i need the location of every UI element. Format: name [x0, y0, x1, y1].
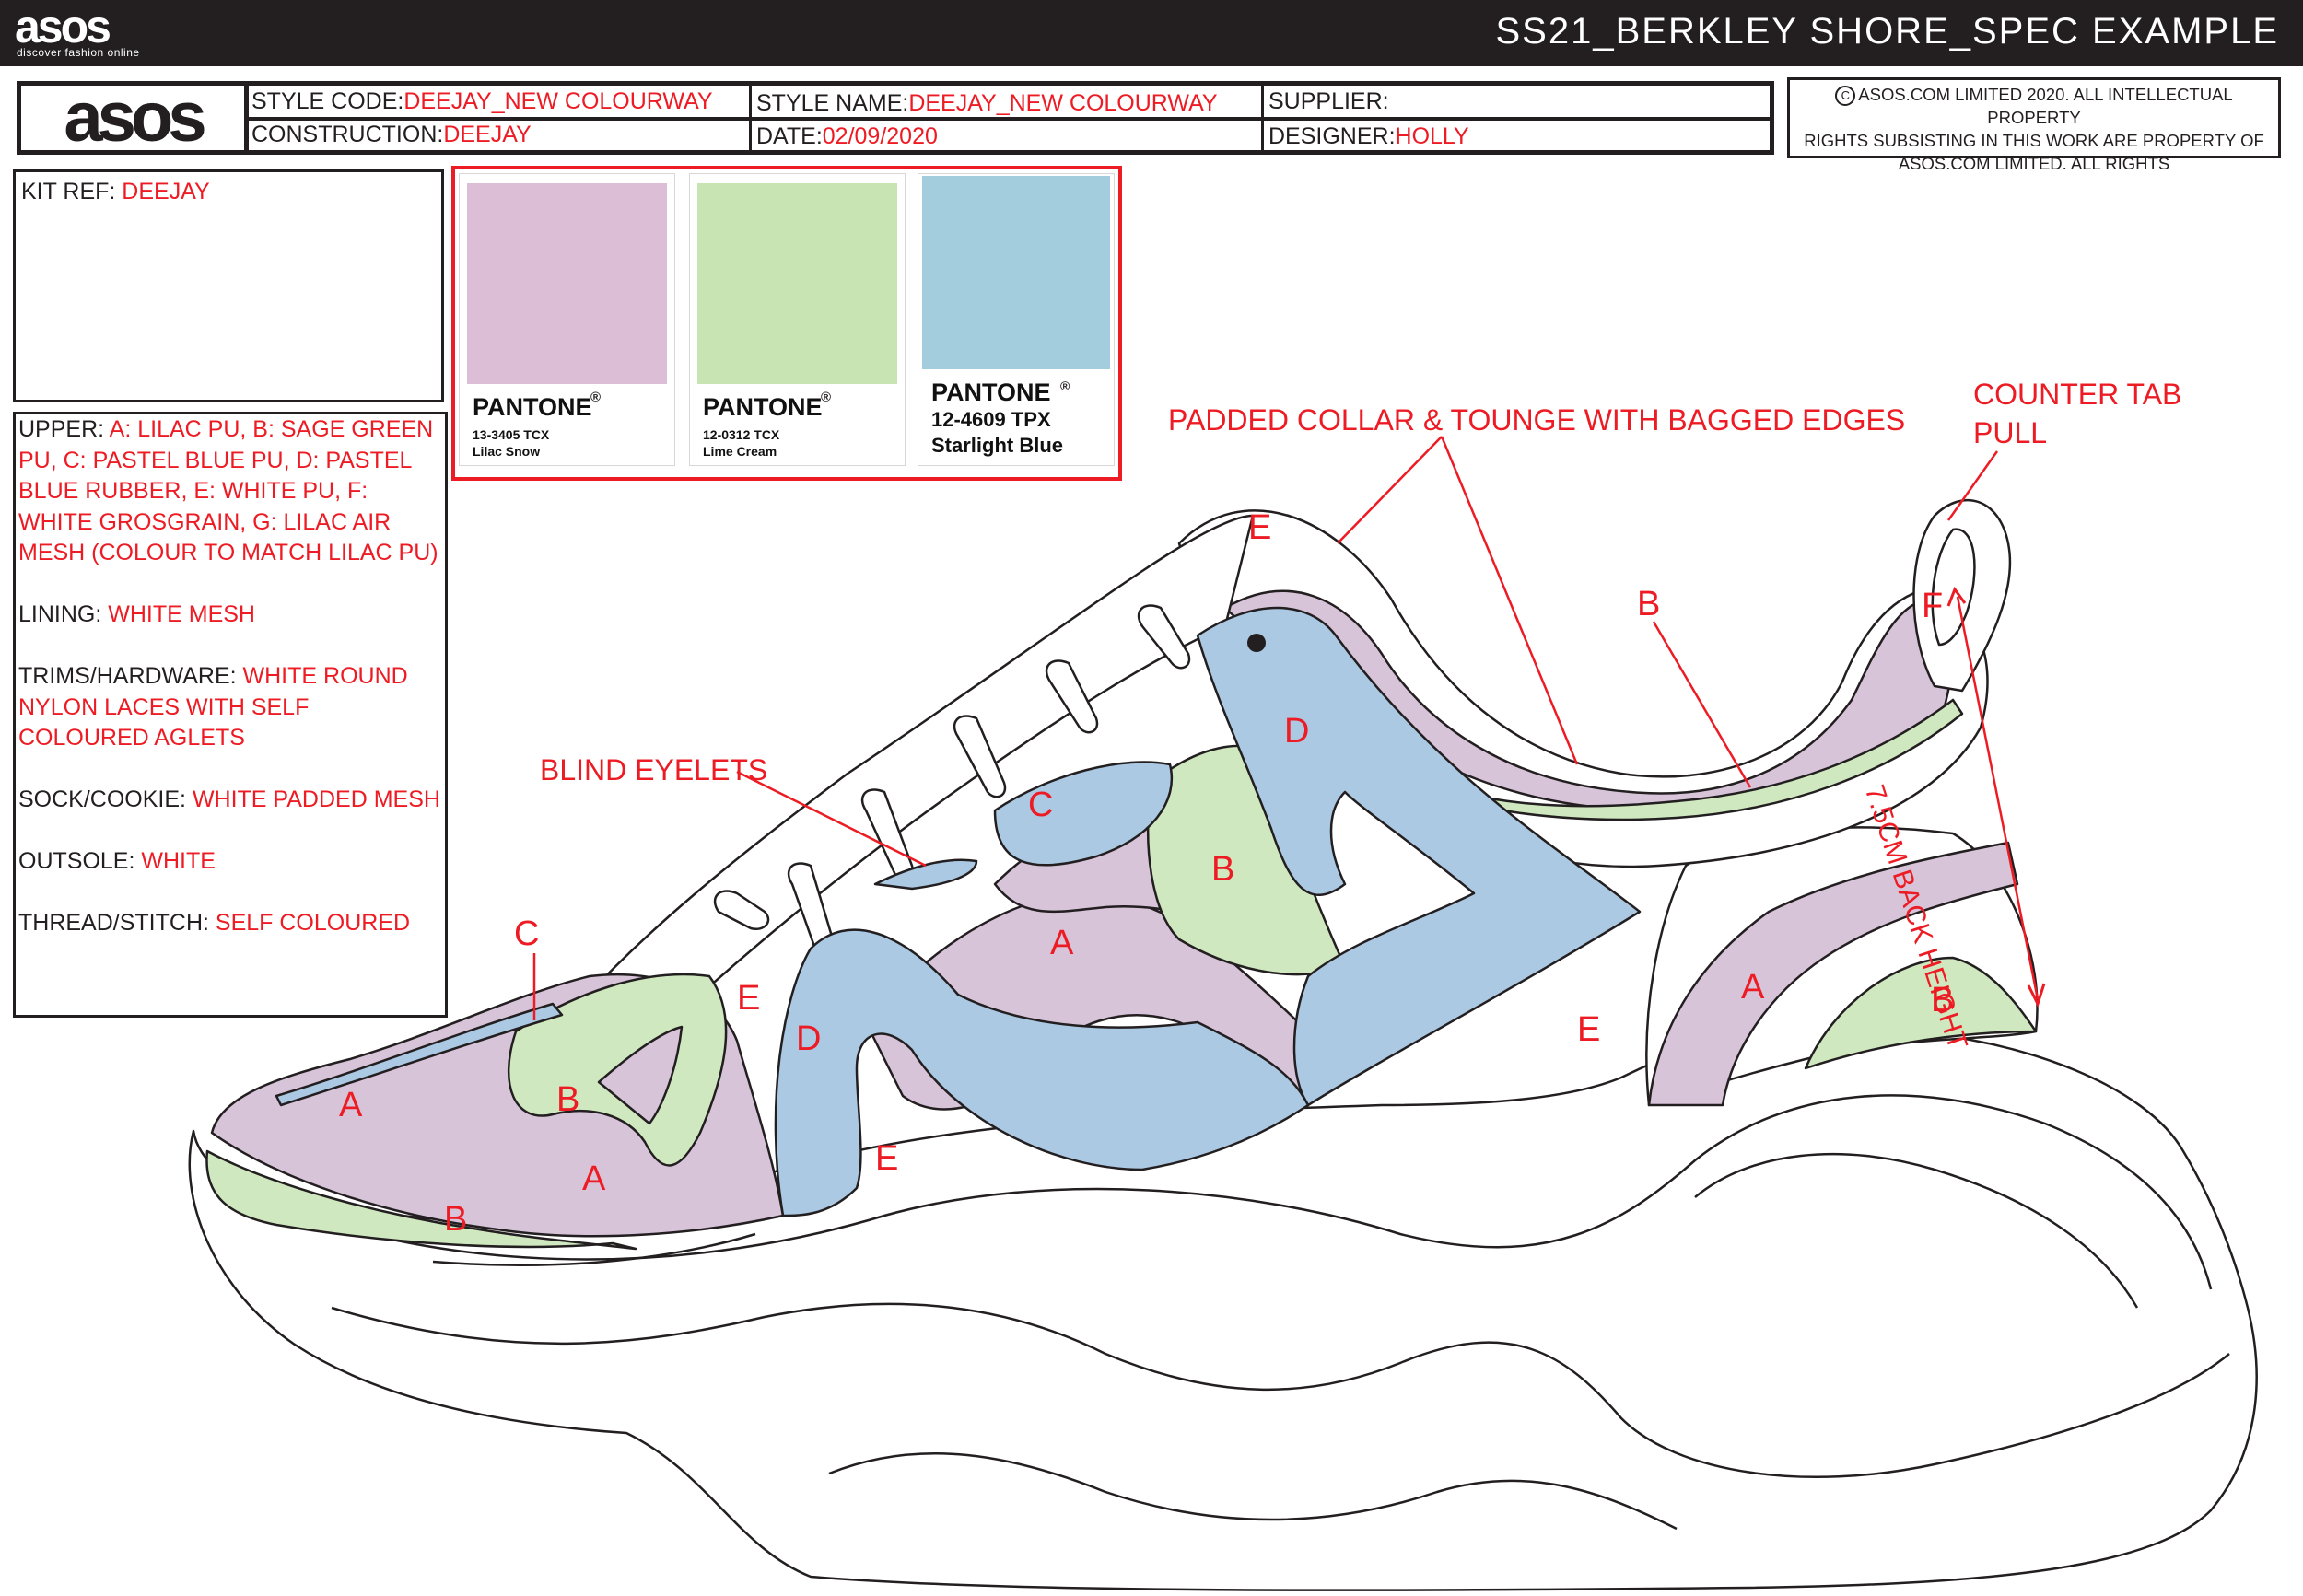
kit-ref-value: DEEJAY [122, 179, 210, 204]
spec-thread: THREAD/STITCH: SELF COLOURED [18, 910, 411, 936]
kit-ref-field: KIT REF: DEEJAY [21, 179, 210, 204]
outsole-sidewall-line [331, 1302, 2230, 1479]
designer-field: DESIGNER:HOLLY [1268, 123, 1469, 149]
part-label-b: B [1211, 850, 1235, 889]
tongue [569, 514, 1255, 1015]
pantone-swatch [697, 183, 897, 384]
spec-sock: SOCK/COOKIE: WHITE PADDED MESH [18, 786, 440, 812]
part-label-f: F [1922, 587, 1944, 625]
part-label-b: B [1637, 585, 1661, 623]
material-spec-text: UPPER: A: LILAC PU, B: SAGE GREEN PU, C:… [18, 414, 442, 970]
document-title: SS21_BERKLEY SHORE_SPEC EXAMPLE [1495, 11, 2279, 52]
panel-d-cage-front [774, 928, 1310, 1217]
date-value: 02/09/2020 [822, 123, 938, 149]
part-label-e: E [875, 1139, 899, 1178]
pantone-card-lilac: PANTONE ® 13-3405 TCX Lilac Snow [459, 173, 675, 466]
construction-value: DEEJAY [443, 122, 532, 147]
pantone-card-lime: PANTONE ® 12-0312 TCX Lime Cream [689, 173, 906, 466]
collar-green-piping [1380, 698, 1964, 821]
outsole-sidewall-line [275, 1094, 2213, 1290]
leader-collar [1440, 436, 1579, 765]
lace-loop [1137, 604, 1191, 670]
part-label-a: A [1050, 924, 1074, 962]
pantone-swatch [467, 183, 667, 384]
panel-d-cage-rear [1196, 606, 1642, 1107]
part-label-a: A [339, 1086, 363, 1124]
pantone-card-blue: PANTONE ® 12-4609 TPX Starlight Blue [918, 173, 1115, 466]
back-height-line [1956, 596, 2040, 1000]
spec-upper: UPPER: A: LILAC PU, B: SAGE GREEN PU, C:… [18, 416, 438, 565]
part-label-e: E [1577, 1010, 1601, 1049]
lace-loop [953, 715, 1007, 798]
spec-lining: LINING: WHITE MESH [18, 601, 255, 627]
part-label-b: B [444, 1200, 468, 1239]
leader-b [1652, 621, 1752, 788]
part-label-d: D [1284, 712, 1310, 751]
panel-b-heel [1804, 956, 2038, 1070]
part-label-e: E [1248, 508, 1272, 547]
spec-header: asos STYLE CODE:DEEJAY_NEW COLOURWAY STY… [17, 81, 1774, 155]
leader-collar [1337, 436, 1443, 544]
outsole-sidewall-line [1694, 1152, 2139, 1309]
header-column-divider [1261, 86, 1264, 150]
spec-trims: TRIMS/HARDWARE: WHITE ROUND NYLON LACES … [18, 663, 408, 751]
panel-c-eyelet [993, 761, 1174, 867]
part-label-b: B [1931, 981, 1955, 1019]
part-label-a: A [1741, 968, 1765, 1007]
part-label-e: E [737, 979, 761, 1018]
header-column-divider [749, 86, 752, 150]
pantone-swatch [922, 176, 1110, 369]
panel-b-toe-lower [205, 1149, 637, 1251]
part-label-a: A [582, 1159, 606, 1198]
brand-tagline: discover fashion online [17, 46, 140, 59]
supplier-field: SUPPLIER: [1268, 88, 1389, 114]
annotation-blind-eyelets: BLIND EYELETS [540, 753, 768, 786]
annotation-counter-tab-pull: PULL [1973, 416, 2048, 449]
part-label-d: D [796, 1019, 822, 1058]
annotation-counter-tab: COUNTER TAB [1973, 378, 2182, 411]
cage-dot [1247, 634, 1266, 652]
kit-ref-box: KIT REF: DEEJAY [13, 169, 444, 402]
style-code-field: STYLE CODE:DEEJAY_NEW COLOURWAY [251, 88, 713, 114]
top-bar: asos discover fashion online SS21_BERKLE… [0, 0, 2303, 66]
copyright-icon: C [1835, 86, 1856, 107]
back-height-arrowhead [1946, 586, 1967, 607]
date-field: DATE:02/09/2020 [756, 123, 938, 149]
brand-logo: asos [15, 1, 111, 52]
header-logo: asos [21, 83, 249, 153]
header-divider [244, 117, 1770, 121]
leader-counter-tab [1946, 450, 1999, 521]
part-label-c: C [1028, 786, 1054, 824]
style-code-value: DEEJAY_NEW COLOURWAY [403, 88, 713, 114]
part-label-c: C [514, 914, 540, 953]
leader-eyelets [736, 770, 927, 868]
construction-field: CONSTRUCTION:DEEJAY [251, 122, 532, 147]
lace-loop [713, 890, 770, 931]
part-label-b: B [556, 1080, 580, 1119]
outsole-sidewall-line [432, 1232, 756, 1266]
designer-value: HOLLY [1395, 123, 1469, 149]
material-spec-box [13, 412, 448, 1018]
outsole-sidewall-line [828, 1451, 1678, 1531]
toe-green-cutout [597, 1025, 684, 1125]
counter-tab-pull-inner [1931, 528, 1976, 647]
annotation-collar: PADDED COLLAR & TOUNGE WITH BAGGED EDGES [1168, 403, 1906, 437]
style-name-field: STYLE NAME:DEEJAY_NEW COLOURWAY [756, 90, 1218, 116]
pantone-panel [451, 166, 1122, 481]
spec-outsole: OUTSOLE: WHITE [18, 848, 216, 874]
style-name-value: DEEJAY_NEW COLOURWAY [908, 90, 1218, 116]
panel-c-eyelet-small [873, 858, 978, 891]
panel-a-heel [1647, 841, 2019, 1107]
back-height-arrowhead [2027, 983, 2046, 1008]
lace-loop [1045, 659, 1099, 734]
panel-c-toe [275, 1002, 564, 1107]
